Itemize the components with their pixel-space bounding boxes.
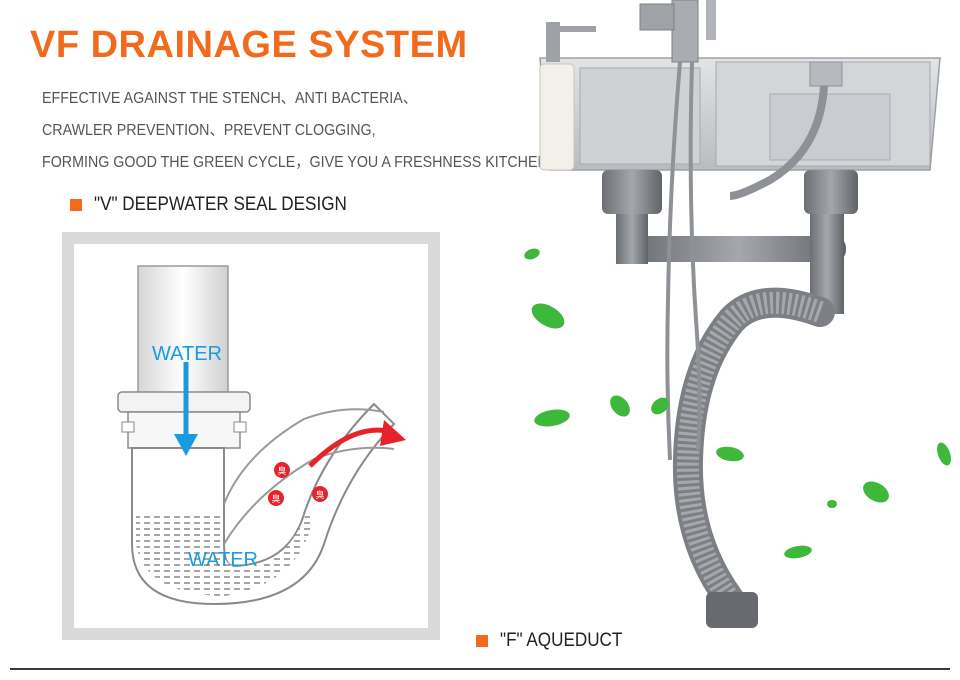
odor-block-arrow [308,420,406,468]
leaf-icon [610,395,630,417]
leaf-icon [651,397,669,415]
description-line-2: CRAWLER PREVENTION、PREVENT CLOGGING, [42,122,376,139]
page-title: VF DRAINAGE SYSTEM [30,24,468,66]
sink-basins [539,57,941,171]
leaf-icon [534,409,570,427]
feature-f-aqueduct: "F" AQUEDUCT [476,630,636,652]
faucet [639,0,716,63]
description-line-1: EFFECTIVE AGAINST THE STENCH、ANTI BACTER… [42,90,418,107]
soap-dispenser [539,22,596,171]
bullet-square-icon [70,199,82,211]
bullet-square-icon [476,635,488,647]
leaf-icons [524,248,951,559]
drain-strainers [602,170,858,214]
corrugated-drain-hose [672,287,835,628]
leaf-icon [716,446,744,462]
leaf-icon [531,303,565,329]
odor-badge-3: 臭 [312,486,328,502]
odor-badge-2: 臭 [268,490,284,506]
trap-diagram: 臭 臭 臭 WATER WATER [74,244,428,628]
bottom-divider [10,668,950,670]
water-label-bottom: WATER [188,549,258,571]
feature-f-aqueduct-label: "F" AQUEDUCT [500,630,623,651]
water-label-top: WATER [152,343,222,365]
odor-badge-3-label: 臭 [315,489,324,501]
sink-product-svg [524,0,951,628]
leaf-icon [863,481,889,503]
odor-badge-1: 臭 [274,462,290,478]
feature-v-seal-label: "V" DEEPWATER SEAL DESIGN [94,194,347,215]
trap-diagram-frame: 臭 臭 臭 WATER WATER [62,232,440,640]
feature-v-seal: "V" DEEPWATER SEAL DESIGN [70,194,375,216]
leaf-icon [524,248,540,260]
leaf-icon [827,500,837,508]
leaf-icon [937,442,951,466]
odor-badge-2-label: 臭 [271,493,280,505]
leaf-icon [784,545,812,559]
description-line-3: FORMING GOOD THE GREEN CYCLE，GIVE YOU A … [42,154,548,171]
sink-product-image [520,0,960,650]
odor-badge-1-label: 臭 [277,465,286,477]
water-flow-arrow [174,362,198,456]
trap-diagram-svg: 臭 臭 臭 WATER WATER [117,265,406,606]
horizontal-connector-pipe [616,214,846,314]
